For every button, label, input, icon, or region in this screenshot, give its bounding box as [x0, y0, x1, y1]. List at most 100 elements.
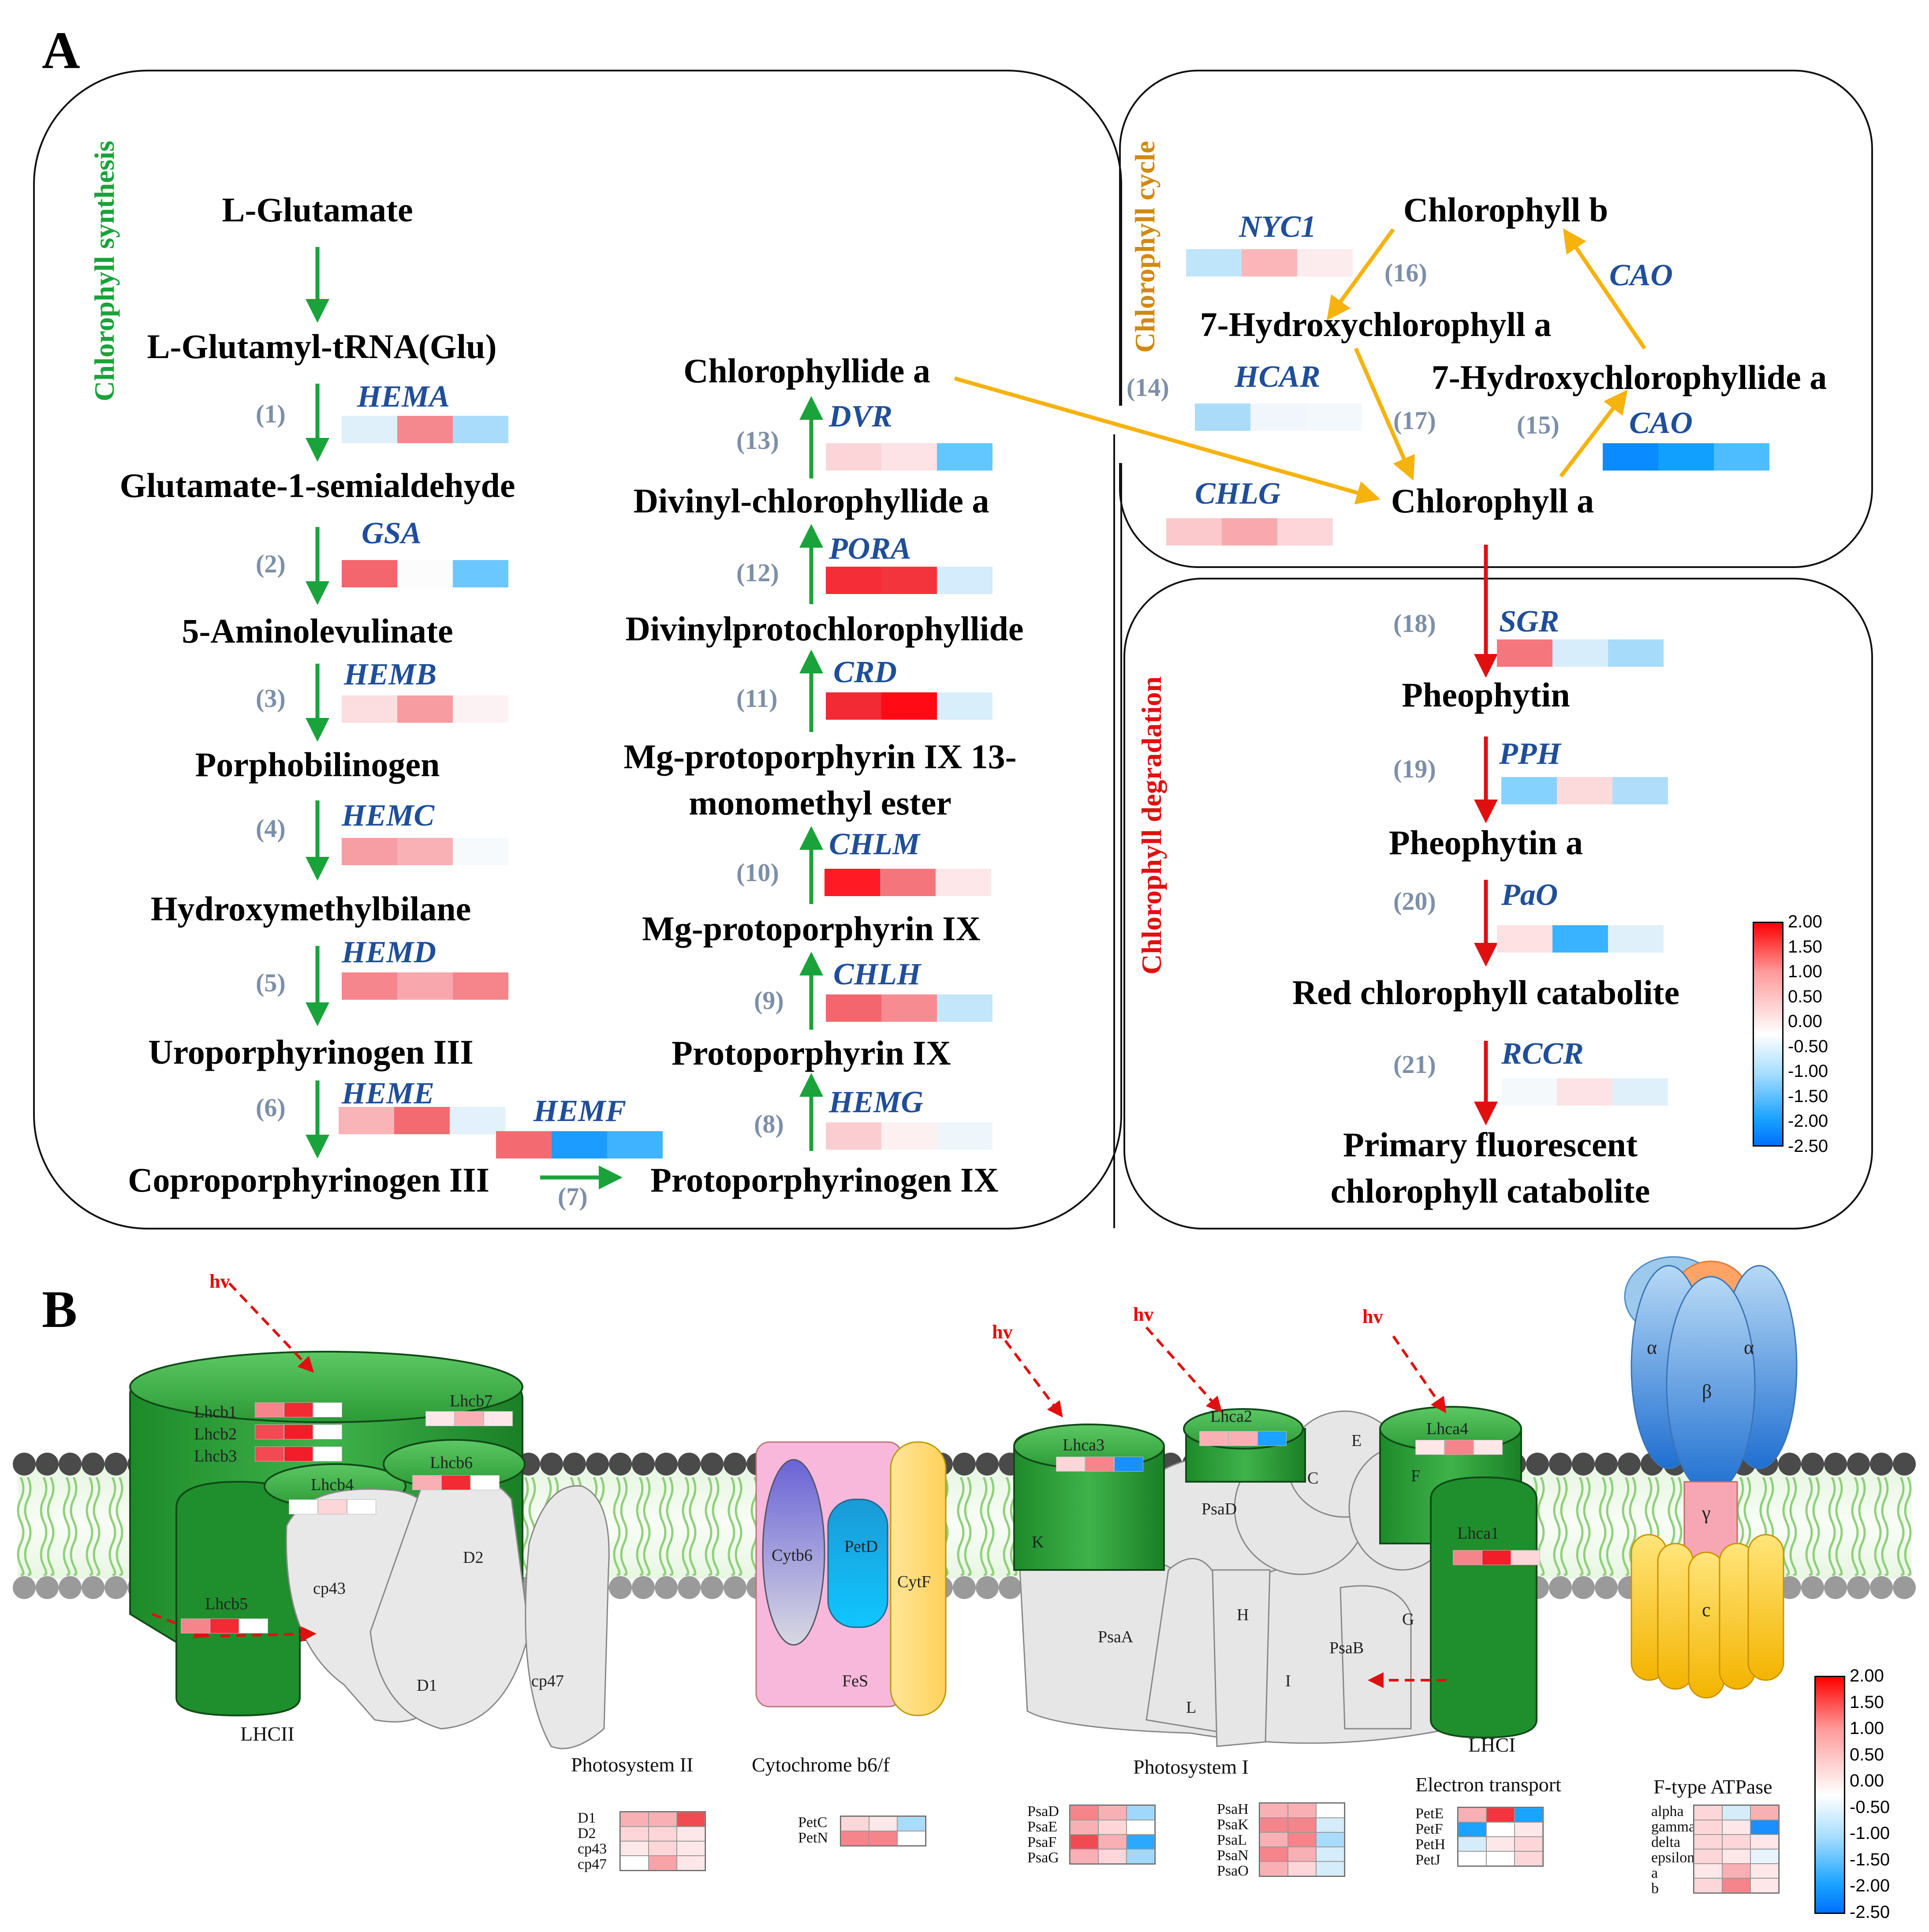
gene-dvr: DVR: [829, 400, 892, 433]
label-lhca4: Lhca4: [1426, 1420, 1468, 1438]
table-cell: [1486, 1822, 1515, 1837]
scale-a-tick-2: 1.00: [1788, 962, 1822, 981]
heatmap-cell-1: [880, 869, 936, 896]
panel-b-letter: B: [42, 1280, 78, 1338]
table-cell: [649, 1856, 677, 1870]
heatmap-cao: [1603, 443, 1769, 471]
table-cell: [1288, 1861, 1316, 1876]
lipid-head: [586, 1453, 609, 1476]
table-row-label: PetF: [1415, 1821, 1443, 1837]
table-cell: [620, 1841, 649, 1856]
table-row-label: PsaK: [1217, 1816, 1249, 1833]
step-10: (10): [736, 858, 779, 887]
label-lhcb2: Lhcb2: [194, 1425, 237, 1443]
mini-hm-lhcb1: [255, 1402, 342, 1417]
heatmap-rccr: [1501, 1078, 1668, 1106]
mini-cell-0: [289, 1499, 318, 1514]
table-cell: [1750, 1820, 1779, 1835]
table-row-label: PsaF: [1027, 1834, 1057, 1850]
transfer-arrow-0: [151, 1613, 210, 1639]
step-3: (3): [256, 684, 286, 713]
table-cell: [1694, 1835, 1722, 1849]
heatmap-cell-2: [937, 994, 992, 1022]
lipid-tail: [964, 1476, 972, 1576]
label-f: F: [1411, 1467, 1421, 1485]
scale-b-tick-0: 2.00: [1850, 1666, 1884, 1685]
table-cell: [1127, 1835, 1155, 1849]
heatmap-cell-1: [881, 567, 937, 594]
mini-cell-2: [1257, 1431, 1287, 1446]
label-c-ring: c: [1702, 1599, 1711, 1621]
lipid-head: [1824, 1576, 1847, 1599]
mini-cell-2: [484, 1411, 513, 1426]
title-cytb6f: Cytochrome b6/f: [752, 1753, 890, 1776]
table-cell: [1127, 1820, 1155, 1835]
lipid-head: [1824, 1453, 1847, 1476]
table-cell: [1316, 1847, 1344, 1861]
table-cell: [1458, 1808, 1486, 1822]
lipid-head: [1549, 1453, 1572, 1476]
mini-cell-1: [1085, 1457, 1114, 1472]
label-lhcb1: Lhcb1: [194, 1403, 237, 1421]
table-cell: [1515, 1837, 1543, 1851]
scale-b-tick-8: -2.00: [1850, 1876, 1890, 1895]
heatmap-heme: [339, 1107, 505, 1134]
panel-a-letter: A: [42, 21, 80, 79]
metabolite-dvpchlide: Divinylprotochlorophyllide: [625, 609, 1024, 648]
box-divider: [1113, 434, 1115, 1228]
step-7: (7): [558, 1182, 588, 1211]
mini-cell-1: [284, 1446, 313, 1461]
lipid-tail: [1789, 1476, 1797, 1576]
mini-cell-2: [470, 1475, 500, 1490]
mini-hm-lhcb5: [181, 1618, 268, 1633]
table-cell: [620, 1856, 649, 1870]
label-cytb6: Cytb6: [772, 1546, 813, 1565]
gene-heme: HEME: [342, 1076, 435, 1110]
table-cell: [1722, 1820, 1750, 1835]
lipid-tail: [1897, 1476, 1905, 1576]
heatmap-crd: [826, 692, 992, 720]
gene-rccr: RCCR: [1501, 1037, 1584, 1071]
step-21: (21): [1393, 1050, 1436, 1079]
metabolite-glutamyl-trna: L-Glutamyl-tRNA(Glu): [147, 327, 497, 366]
arrow-chlide-chla: [954, 376, 1381, 504]
lipid-tail: [712, 1476, 720, 1576]
table-cell: [1098, 1805, 1127, 1820]
table-cell: [1486, 1808, 1515, 1822]
lipid-head: [13, 1576, 36, 1599]
table-cell: [1288, 1832, 1316, 1847]
table-cell: [1750, 1878, 1779, 1893]
table-row-label: cp47: [578, 1856, 607, 1872]
step-8: (8): [754, 1110, 784, 1138]
table-cell: [677, 1856, 705, 1870]
lipid-tail: [666, 1476, 674, 1576]
heatmap-cell-2: [936, 869, 991, 896]
table-cell: [677, 1812, 705, 1827]
metabolite-proto: Protoporphyrin IX: [672, 1034, 951, 1072]
arrow-hydroxy-chla: [1354, 348, 1415, 481]
lipid-head: [36, 1453, 59, 1476]
table-row-label: PetJ: [1415, 1852, 1440, 1868]
lipid-head: [609, 1453, 632, 1476]
heatmap-cell-2: [1297, 249, 1353, 277]
lipid-tail: [1828, 1476, 1836, 1576]
label-i: I: [1285, 1672, 1291, 1690]
table-cell: [1694, 1864, 1722, 1878]
lipid-tail: [24, 1476, 32, 1576]
lipid-tail: [689, 1476, 697, 1576]
heatmap-cell-2: [1612, 777, 1668, 804]
label-cytf: CytF: [897, 1573, 931, 1591]
heatmap-cell-0: [342, 838, 397, 865]
table-row-label: PsaL: [1217, 1832, 1247, 1848]
lipid-tail: [1851, 1476, 1859, 1576]
heatmap-cell-0: [826, 567, 881, 594]
heatmap-cell-2: [937, 567, 992, 594]
label-lhcb5: Lhcb5: [205, 1595, 248, 1613]
heatmap-pora: [826, 567, 992, 594]
heatmap-cell-0: [826, 443, 881, 471]
label-h: H: [1237, 1606, 1249, 1624]
metabolite-chl-a: Chlorophyll a: [1391, 482, 1594, 520]
lipid-head: [1801, 1576, 1824, 1599]
